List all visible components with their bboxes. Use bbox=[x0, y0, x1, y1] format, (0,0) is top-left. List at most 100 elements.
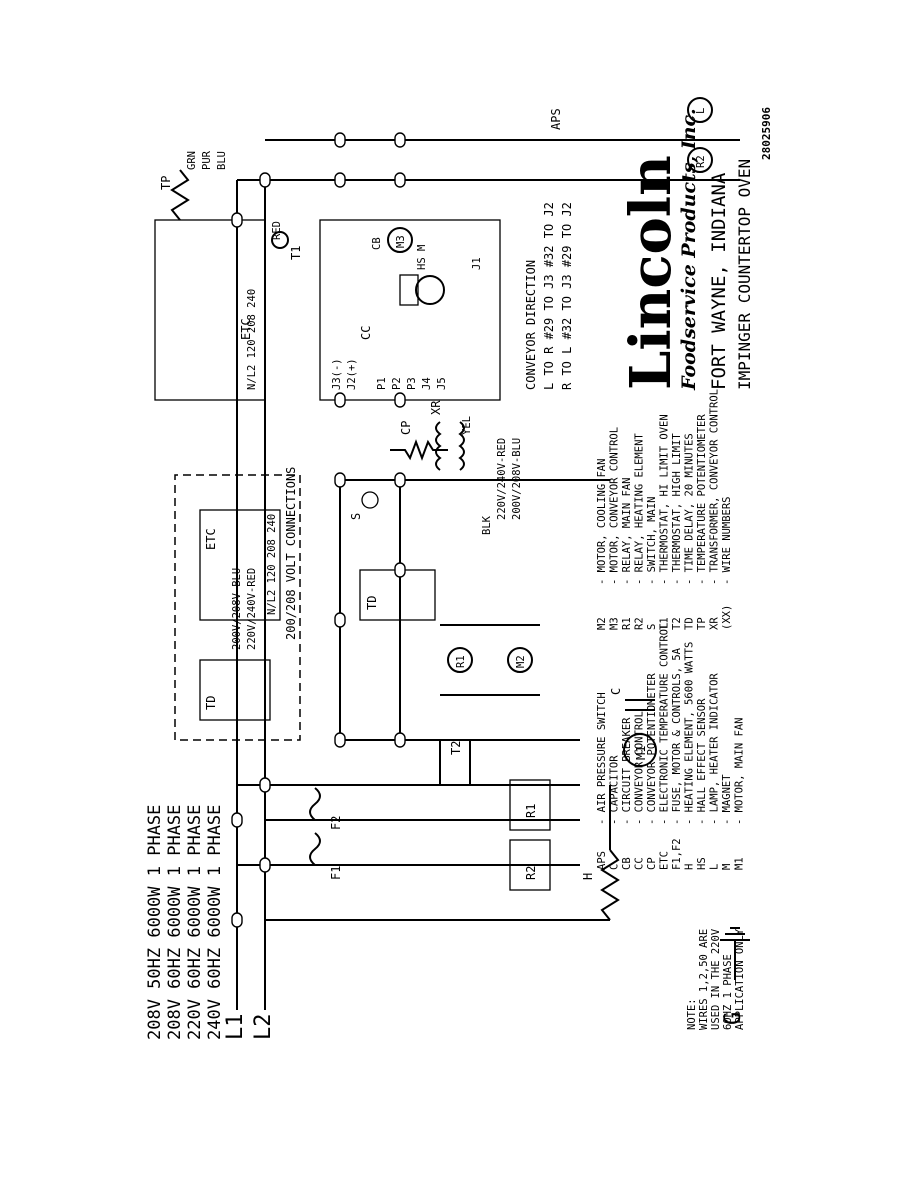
wire-terminals bbox=[231, 132, 406, 928]
legend-code: TP bbox=[696, 617, 708, 630]
line-l1-label: L1 bbox=[223, 1014, 248, 1041]
legend-code: L bbox=[709, 864, 721, 870]
legend-desc: - THERMOSTAT, HIGH LIMIT bbox=[671, 433, 683, 585]
lamp-l bbox=[687, 97, 713, 123]
legend-desc: - TRANSFORMER, CONVEYOR CONTROL bbox=[709, 389, 721, 585]
voltage-line-2: 208V 60HZ 6000W 1 PHASE bbox=[165, 805, 185, 1040]
lamp-label: L bbox=[695, 108, 707, 114]
legend-desc: - THERMOSTAT, HI LIMIT OVEN bbox=[659, 414, 671, 585]
brand-city: FORT WAYNE, INDIANA bbox=[708, 172, 730, 390]
legend-code: C bbox=[609, 864, 621, 870]
r2-box bbox=[509, 839, 551, 891]
wire-terminal bbox=[334, 132, 346, 148]
r1-box bbox=[509, 779, 551, 831]
note-line: 60HZ 1 PHASE bbox=[722, 954, 734, 1030]
transformer-xr: XR bbox=[429, 400, 465, 471]
pur-label: PUR bbox=[201, 150, 213, 170]
cc-pin-j5: J5 bbox=[436, 377, 448, 390]
legend-code: HS bbox=[696, 857, 708, 870]
legend-desc: - AIR PRESSURE SWITCH bbox=[596, 692, 608, 825]
legend-code: M2 bbox=[596, 617, 608, 630]
yel-label: YEL bbox=[461, 416, 473, 435]
wire-terminal bbox=[394, 732, 406, 748]
legend-desc: - RELAY, HEATING ELEMENT bbox=[634, 433, 646, 585]
conveyor-direction-l2r: L TO R #29 TO J3 #32 TO J2 bbox=[542, 202, 556, 390]
cc-pin-p2: P2 bbox=[391, 377, 403, 390]
legend-code: M1 bbox=[734, 857, 746, 870]
td-label: TD bbox=[365, 596, 379, 610]
schematic-svg: 208V 50HZ 6000W 1 PHASE 208V 60HZ 6000W … bbox=[145, 97, 773, 1040]
cc-pin-j4: J4 bbox=[421, 377, 433, 390]
brand-logo: Lincoln bbox=[618, 155, 684, 390]
legend-desc: - WIRE NUMBERS bbox=[721, 496, 733, 585]
inset-title: 200/208 VOLT CONNECTIONS bbox=[284, 467, 298, 640]
wire-terminal bbox=[231, 812, 243, 828]
inset-wire-200: 200V/208V-BLU bbox=[231, 568, 243, 650]
brand-product: IMPINGER COUNTERTOP OVEN bbox=[735, 159, 754, 390]
legend-desc: - HEATING ELEMENT, 5600 WATTS bbox=[684, 642, 696, 825]
legend-desc: - FUSE, MOTOR & CONTROLS, 5A bbox=[671, 647, 683, 825]
legend-code: APS bbox=[596, 851, 608, 870]
motor-m3 bbox=[387, 227, 413, 253]
m1-label: M1 bbox=[634, 746, 648, 760]
legend-desc: - MAGNET bbox=[721, 774, 733, 825]
schematic-rotated: 208V 50HZ 6000W 1 PHASE 208V 60HZ 6000W … bbox=[140, 40, 780, 1040]
legend-desc: - TIME DELAY, 20 MINUTES bbox=[684, 433, 696, 585]
m2-label: M2 bbox=[515, 655, 527, 668]
legend-code: F1,F2 bbox=[671, 838, 683, 870]
inset-box bbox=[174, 474, 301, 741]
legend-code: CP bbox=[646, 857, 658, 870]
wire-220-label: 220V/240V-RED bbox=[496, 438, 508, 520]
legend-code: XR bbox=[709, 617, 721, 630]
wire-terminal bbox=[259, 857, 271, 873]
r2-label: R2 bbox=[524, 866, 538, 880]
heating-element-h bbox=[600, 849, 620, 921]
note-line: USED IN THE 220V bbox=[710, 928, 722, 1030]
r1-label: R1 bbox=[524, 804, 538, 818]
motor-m1 bbox=[623, 733, 657, 767]
fuse-f1 bbox=[309, 832, 321, 866]
note-line: NOTE: bbox=[686, 998, 698, 1030]
grn-label: GRN bbox=[186, 151, 198, 170]
voltage-header: 208V 50HZ 6000W 1 PHASE 208V 60HZ 6000W … bbox=[145, 805, 276, 1040]
document-number: 28025906 bbox=[760, 107, 773, 160]
legend-desc: - MOTOR, COOLING FAN bbox=[596, 459, 608, 585]
inset-wire-220: 220V/240V-RED bbox=[246, 568, 258, 650]
aps-label: APS bbox=[549, 108, 563, 130]
wire-200-label: 200V/208V-BLU bbox=[511, 438, 523, 520]
legend-desc: - LAMP, HEATER INDICATOR bbox=[709, 673, 721, 825]
t1-label: T1 bbox=[289, 246, 303, 260]
wire-terminal bbox=[231, 912, 243, 928]
conveyor-direction-r2l: R TO L #32 TO J3 #29 TO J2 bbox=[560, 202, 574, 390]
r2-coil-label: R2 bbox=[695, 155, 707, 168]
cc-pin-j1: J1 bbox=[471, 257, 483, 270]
wire-terminal bbox=[334, 732, 346, 748]
legend-code: S bbox=[646, 624, 658, 630]
fuse-f2 bbox=[309, 787, 321, 821]
cb-label: CB bbox=[371, 237, 383, 250]
inset-td-label: TD bbox=[204, 696, 218, 710]
legend-code: TD bbox=[684, 617, 696, 630]
hs-label: HS M bbox=[416, 245, 428, 270]
relay-r2-coil bbox=[687, 147, 713, 173]
ground-label: G bbox=[721, 1012, 746, 1025]
inset-td-box bbox=[199, 659, 271, 721]
etc-box bbox=[154, 219, 266, 401]
wire-terminal bbox=[334, 612, 346, 628]
cc-pin-p3: P3 bbox=[406, 377, 418, 390]
conveyor-control-cc bbox=[319, 219, 501, 401]
legend-desc: - TEMPERATURE POTENTIOMETER bbox=[696, 414, 708, 585]
wire-terminal bbox=[394, 392, 406, 408]
f1-label: F1 bbox=[329, 866, 343, 880]
legend-desc: - CONVEYOR POTENTIOMETER bbox=[646, 673, 658, 825]
switch-s-indicator bbox=[361, 491, 379, 509]
cc-label: CC bbox=[359, 326, 373, 340]
conveyor-potentiometer-cp bbox=[390, 439, 448, 461]
wire-terminal bbox=[334, 392, 346, 408]
c-label: C bbox=[609, 688, 623, 695]
voltage-line-1: 208V 50HZ 6000W 1 PHASE bbox=[145, 805, 165, 1040]
note-line: WIRES 1,2,50 ARE bbox=[698, 929, 710, 1030]
